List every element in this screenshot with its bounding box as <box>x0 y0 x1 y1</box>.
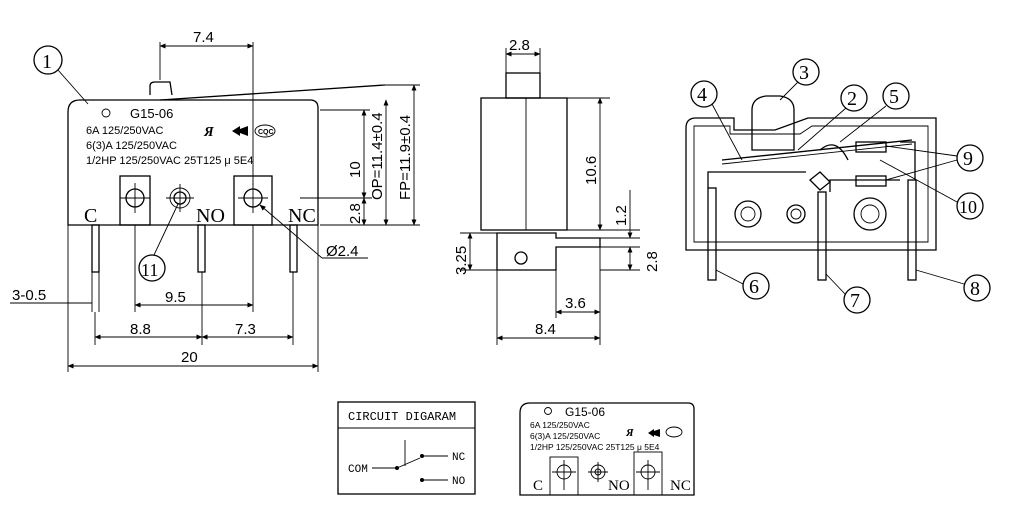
side-body <box>480 97 568 231</box>
svg-text:7: 7 <box>850 290 860 312</box>
dim-3-6: 3.6 <box>565 295 586 312</box>
label-cert-icon: Я <box>625 426 683 439</box>
dim-10-6: 10.6 <box>583 156 600 185</box>
dim-pin-pitch: 3-0.5 <box>12 287 46 304</box>
label-c: C <box>533 478 543 494</box>
callout-7: 7 <box>825 273 871 314</box>
fulcrum <box>809 171 831 191</box>
circuit-diagram: CIRCUIT DIGARAM COM NC NO <box>337 401 476 495</box>
circuit-no: NO <box>452 476 466 488</box>
label-rating-2: 6(3)A 125/250VAC <box>530 431 600 441</box>
label-view: G15-06 6A 125/250VAC 6(3)A 125/250VAC 1/… <box>519 402 695 496</box>
side-view: 2.8 10.6 1.2 2.8 3.25 3.6 8.4 <box>453 37 661 345</box>
svg-text:4: 4 <box>697 84 707 106</box>
no-contact <box>855 175 887 187</box>
label-no: NO <box>608 478 630 494</box>
svg-text:1: 1 <box>42 51 52 73</box>
circuit-com: COM <box>348 464 368 476</box>
label-c-box <box>549 456 579 496</box>
dim-1-2: 1.2 <box>613 205 630 226</box>
label-rating-1: 6A 125/250VAC <box>530 420 590 430</box>
svg-text:8: 8 <box>970 278 980 300</box>
terminal-nc-label: NC <box>288 205 316 227</box>
dim-8-8: 8.8 <box>130 321 151 338</box>
actuator-lever <box>159 84 386 101</box>
callout-6: 6 <box>715 269 770 300</box>
pin-no <box>197 224 206 273</box>
dim-7-3: 7.3 <box>235 321 256 338</box>
callout-11 <box>138 254 166 282</box>
label-rating-3: 1/2HP 125/250VAC 25T125 μ 5E4 <box>530 442 660 452</box>
internal-pin-no <box>817 191 827 281</box>
dim-fp: FP=11.9±0.4 <box>397 115 414 200</box>
dim-9-5: 9.5 <box>165 289 186 306</box>
pin-c <box>91 224 100 273</box>
svg-text:6: 6 <box>749 276 759 298</box>
side-terminal-hole <box>514 251 528 265</box>
svg-text:11: 11 <box>141 260 158 280</box>
label-nc-box <box>633 451 663 496</box>
plunger <box>505 72 541 99</box>
svg-text:CQC: CQC <box>258 129 274 136</box>
dim-8-4: 8.4 <box>535 321 556 338</box>
svg-text:9: 9 <box>963 148 973 170</box>
circuit-nc: NC <box>452 452 466 464</box>
svg-text:2: 2 <box>847 88 857 110</box>
internal-hole-2 <box>786 204 806 224</box>
label-logo-icon <box>544 407 552 415</box>
internal-view: 2 3 4 5 6 7 8 <box>685 58 991 314</box>
terminal-no-label: NO <box>196 205 225 227</box>
brand-logo-icon <box>101 108 111 118</box>
dim-2-8: 2.8 <box>347 203 364 224</box>
svg-text:Я: Я <box>203 125 214 140</box>
callout-3: 3 <box>779 58 820 101</box>
model-label: G15-06 <box>130 106 173 121</box>
callout-9: 9 <box>885 144 984 181</box>
label-nc: NC <box>670 478 691 494</box>
dim-3-25: 3.25 <box>453 246 470 275</box>
dim-op: OP=11.4±0.4 <box>369 112 386 200</box>
spring <box>819 144 849 161</box>
side-terminal <box>496 232 601 271</box>
callout-4: 4 <box>690 80 743 161</box>
dim-2-8-b: 2.8 <box>644 251 661 272</box>
moving-blade <box>721 139 913 161</box>
callout-2: 2 <box>797 84 868 151</box>
dim-10: 10 <box>347 161 364 178</box>
rating-2: 6(3)A 125/250VAC <box>86 140 177 152</box>
internal-hole-1 <box>734 200 762 228</box>
lever-tip <box>149 81 173 96</box>
internal-pin-c <box>707 187 717 281</box>
svg-text:5: 5 <box>889 86 899 108</box>
internal-hole-3 <box>853 197 887 231</box>
pin-nc <box>289 224 298 273</box>
label-model: G15-06 <box>565 405 605 419</box>
nc-contact <box>855 141 887 153</box>
front-view: G15-06 6A 125/250VAC 6(3)A 125/250VAC 1/… <box>10 29 420 372</box>
svg-text:3: 3 <box>799 62 809 84</box>
callout-1 <box>33 45 63 75</box>
rating-3: 1/2HP 125/250VAC 25T125 μ 5E4 <box>86 155 253 167</box>
rating-1: 6A 125/250VAC <box>86 125 164 137</box>
internal-pin-nc <box>907 179 917 281</box>
svg-text:Я: Я <box>625 427 634 439</box>
callout-5: 5 <box>839 82 910 143</box>
callout-10: 10 <box>879 159 984 220</box>
dim-7-4: 7.4 <box>193 29 214 46</box>
circuit-title: CIRCUIT DIGARAM <box>348 410 456 424</box>
certification-marks-icon: Я CQC <box>203 124 276 140</box>
case-outline <box>685 117 937 251</box>
dim-20: 20 <box>181 349 198 366</box>
label-outline <box>519 402 695 496</box>
dim-hole-dia: Ø2.4 <box>326 243 359 260</box>
circuit-frame <box>337 401 476 495</box>
callout-8: 8 <box>915 269 991 302</box>
terminal-c-label: C <box>84 205 97 227</box>
svg-text:10: 10 <box>959 197 977 217</box>
dim-side-2-8: 2.8 <box>509 37 530 54</box>
internal-plunger <box>751 95 795 151</box>
